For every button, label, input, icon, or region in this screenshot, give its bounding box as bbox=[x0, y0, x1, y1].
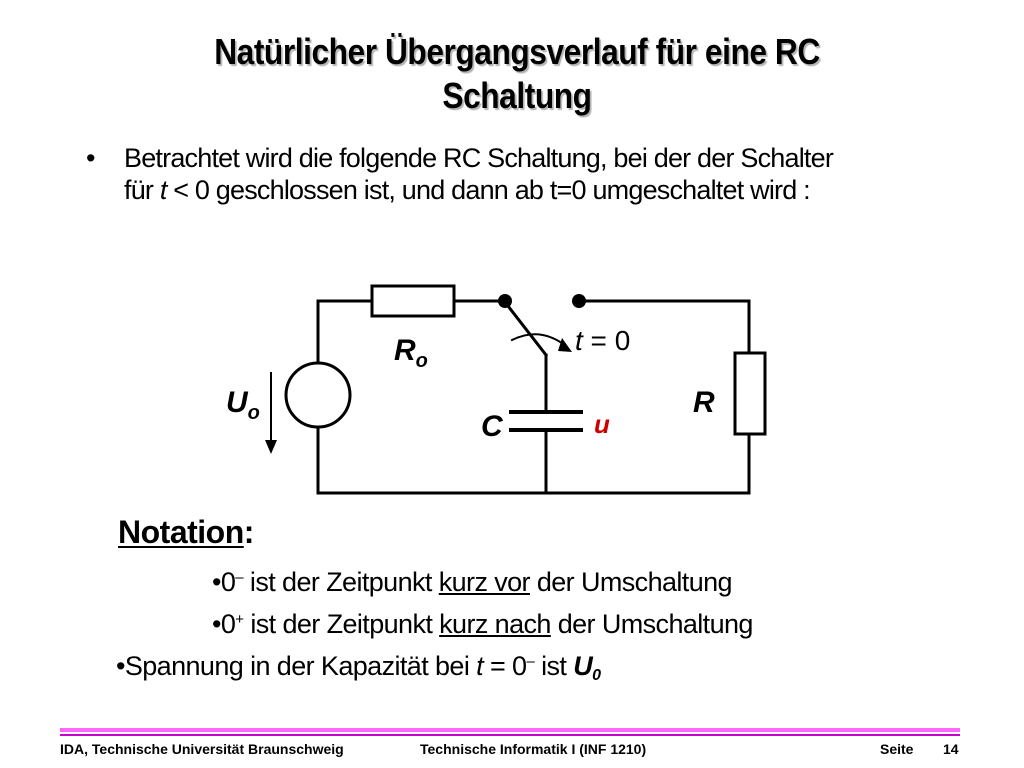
notation-heading-text: Notation bbox=[118, 514, 244, 550]
notation-item-2-sup: + bbox=[235, 611, 244, 628]
notation-item-2-post: der Umschaltung bbox=[550, 609, 754, 639]
intro-line-2: für t < 0 geschlossen ist, und dann ab t… bbox=[124, 174, 964, 206]
voltage-line-mid: = 0 bbox=[483, 651, 527, 681]
footer-course: Technische Informatik I (INF 1210) bbox=[420, 741, 647, 757]
voltage-line-sup: – bbox=[526, 653, 535, 670]
footer-page-label: Seite bbox=[880, 741, 914, 757]
voltage-line-t: t bbox=[476, 651, 484, 681]
title-line-2: Schaltung bbox=[442, 75, 592, 116]
voltage-line-u0: U0 bbox=[573, 651, 601, 684]
intro-bullet: • bbox=[86, 143, 96, 173]
voltage-arrow-head bbox=[265, 440, 277, 454]
voltage-line-pre: •Spannung in der Kapazität bei bbox=[116, 651, 477, 681]
switch-arrow-head bbox=[558, 338, 572, 352]
switch-blade bbox=[505, 303, 549, 358]
switch-contact-left bbox=[498, 294, 512, 308]
notation-item-2: •0+ ist der Zeitpunkt kurz nach der Umsc… bbox=[212, 604, 753, 640]
footer-rule-bottom bbox=[60, 734, 960, 736]
notation-heading: Notation: bbox=[118, 514, 254, 551]
intro-line-1: Betrachtet wird die folgende RC Schaltun… bbox=[124, 143, 834, 173]
intro-t-symbol: t bbox=[159, 175, 167, 205]
label-u0: Uo bbox=[226, 386, 260, 424]
label-switch-time: t = 0 bbox=[575, 325, 630, 356]
label-u: u bbox=[594, 409, 610, 439]
intro-line-2-post: < 0 geschlossen ist, und dann ab t=0 umg… bbox=[166, 175, 810, 205]
notation-item-2-underlined: kurz nach bbox=[439, 609, 551, 639]
notation-item-1-post: der Umschaltung bbox=[529, 567, 733, 597]
notation-item-2-pre: ist der Zeitpunkt bbox=[243, 609, 440, 639]
intro-line-2-pre: für bbox=[124, 175, 160, 205]
notation-item-1-sup: – bbox=[235, 569, 244, 586]
voltage-source bbox=[284, 361, 352, 429]
footer-rule-top bbox=[60, 728, 960, 732]
notation-item-1-underlined: kurz vor bbox=[438, 567, 531, 597]
intro-text: Betrachtet wird die folgende RC Schaltun… bbox=[124, 142, 964, 206]
label-r: R bbox=[693, 386, 715, 419]
resistor-r0 bbox=[370, 284, 456, 318]
label-r0: Ro bbox=[394, 334, 428, 372]
notation-item-1-symbol: 0 bbox=[220, 567, 236, 597]
notation-heading-colon: : bbox=[243, 514, 255, 550]
notation-item-2-symbol: 0 bbox=[220, 609, 236, 639]
notation-item-1-bullet: • bbox=[212, 567, 221, 597]
footer-institution: IDA, Technische Universität Braunschweig bbox=[60, 741, 344, 757]
voltage-line-post: ist bbox=[534, 651, 574, 681]
notation-voltage-line: •Spannung in der Kapazität bei t = 0– is… bbox=[116, 646, 601, 692]
notation-item-2-bullet: • bbox=[212, 609, 221, 639]
title-line-1: Natürlicher Übergangsverlauf für eine RC bbox=[214, 31, 820, 72]
footer-page-number: 14 bbox=[943, 741, 959, 757]
switch-contact-right bbox=[572, 294, 586, 308]
slide-title: Natürlicher Übergangsverlauf für eine RC… bbox=[115, 30, 919, 118]
notation-item-1: •0– ist der Zeitpunkt kurz vor der Umsch… bbox=[212, 562, 733, 598]
label-c: C bbox=[481, 410, 504, 443]
resistor-r bbox=[733, 351, 767, 436]
notation-item-1-pre: ist der Zeitpunkt bbox=[243, 567, 439, 597]
